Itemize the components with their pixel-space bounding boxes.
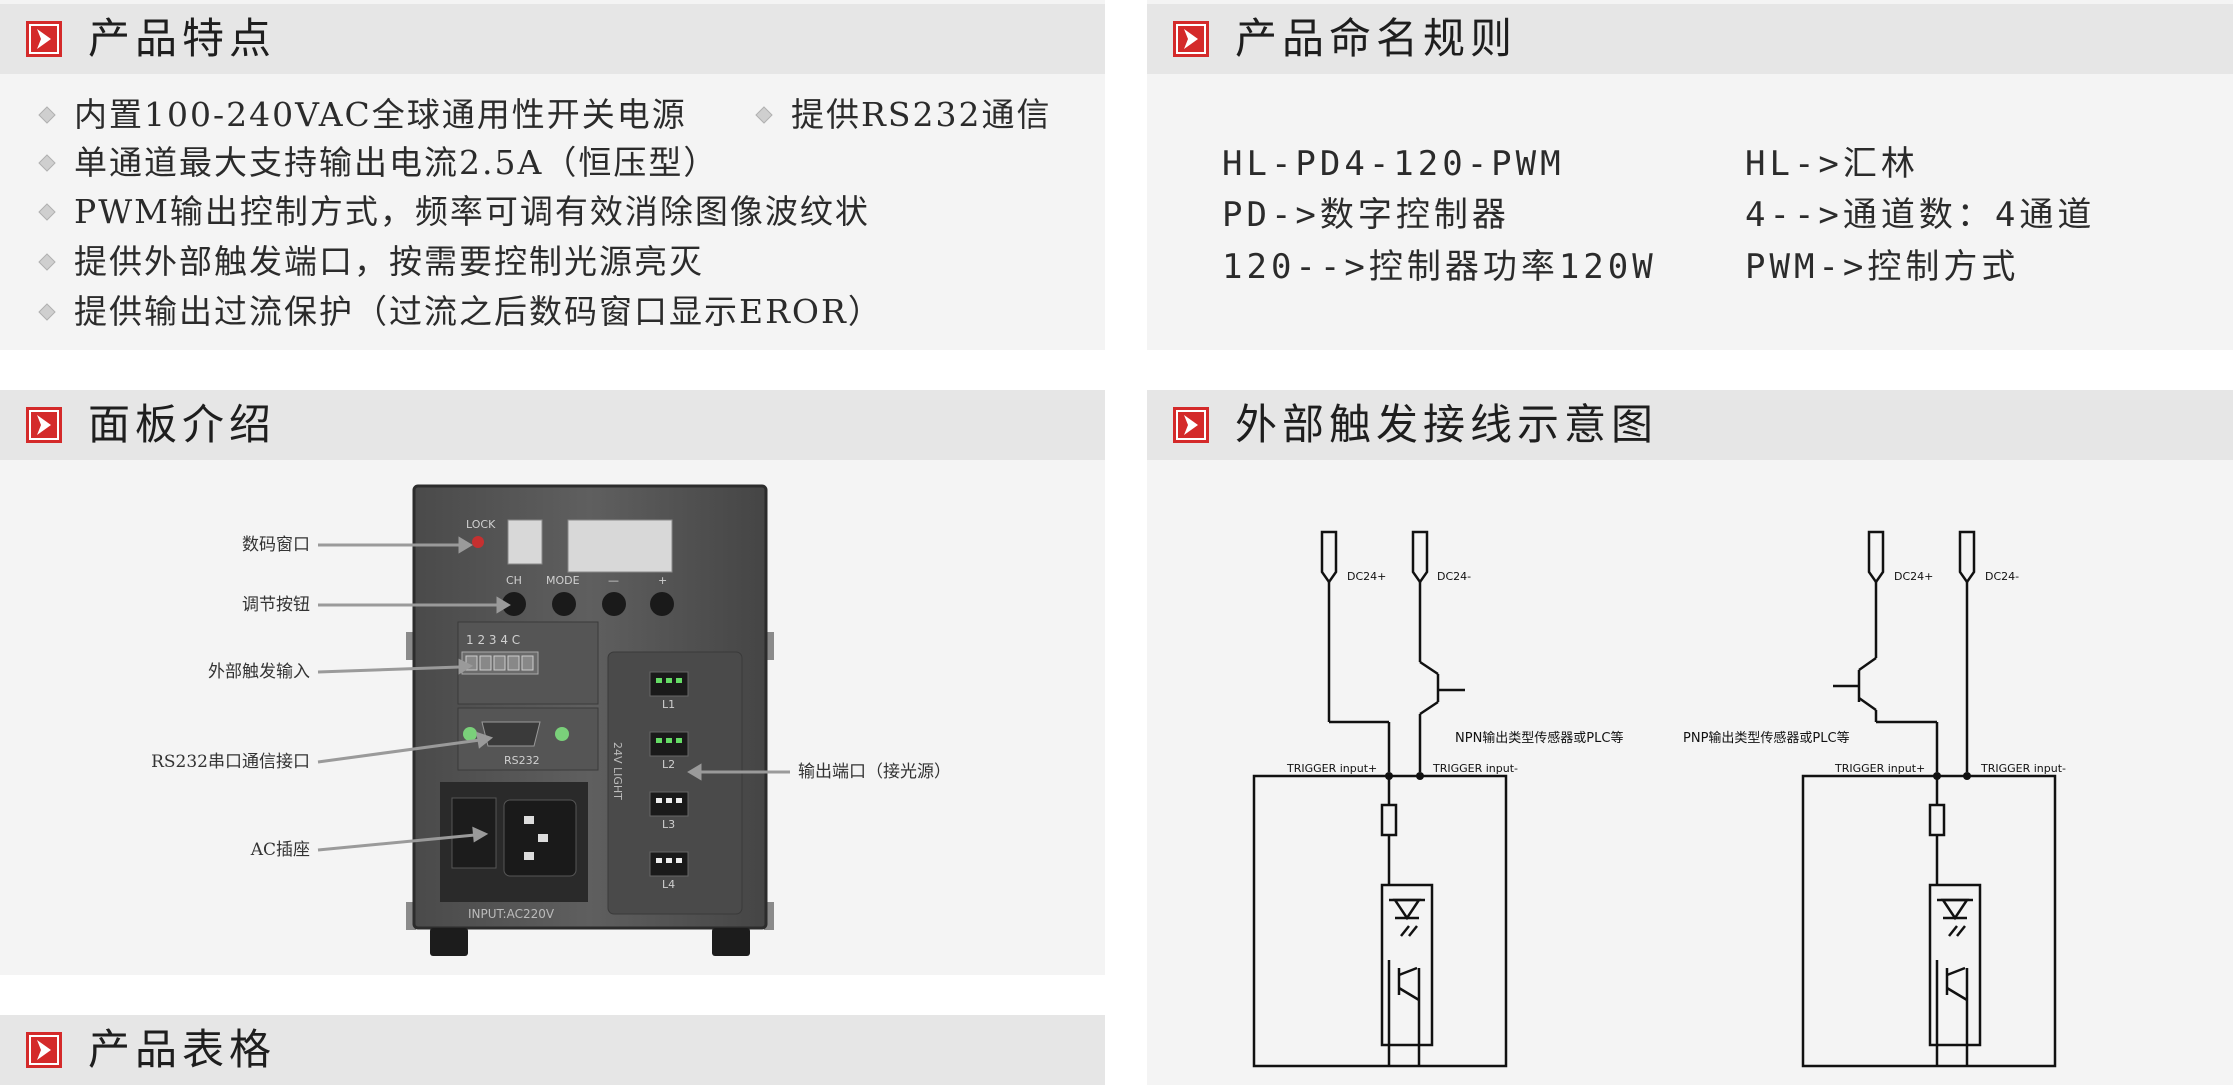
- device-button-label: CH: [506, 574, 522, 587]
- section-arrow-icon: [26, 407, 62, 443]
- npn-dc24p-label: DC24+: [1347, 570, 1386, 583]
- pnp-trigger-minus-label: TRIGGER input-: [1980, 762, 2066, 775]
- naming-right-3: PWM->控制方式: [1745, 247, 2020, 287]
- callout-lines: [317, 536, 790, 852]
- device-input-label: INPUT:AC220V: [468, 907, 555, 921]
- naming-header: 产品命名规则: [1147, 4, 2233, 74]
- device-button-label: —: [608, 574, 619, 587]
- wiring-diagram: DC24+ DC24- TRIGGER input+ TRIGGER input…: [1252, 530, 2066, 1068]
- wiring-panel: [1147, 390, 2233, 1085]
- naming-left-2: PD->数字控制器: [1222, 195, 1510, 235]
- diamond-bullet-icon: [38, 154, 56, 172]
- pnp-trigger-plus-label: TRIGGER input+: [1834, 762, 1925, 775]
- naming-title: 产品命名规则: [1235, 14, 1518, 63]
- diamond-bullet-icon: [38, 253, 56, 271]
- diamond-bullet-icon: [755, 106, 773, 124]
- controller-front-panel-image: LOCK CH MODE — + 1 2 3 4 C RS232 L1 L2 L…: [406, 484, 774, 956]
- features-title: 产品特点: [88, 14, 277, 63]
- wiring-title: 外部触发接线示意图: [1235, 400, 1659, 449]
- naming-left-1: HL-PD4-120-PWM: [1222, 144, 1565, 184]
- wiring-header: 外部触发接线示意图: [1147, 390, 2233, 460]
- features-header: 产品特点: [0, 4, 1105, 74]
- npn-trigger-plus-label: TRIGGER input+: [1286, 762, 1377, 775]
- npn-note: NPN输出类型传感器或PLC等: [1455, 730, 1623, 746]
- panel-intro-header: 面板介绍: [0, 390, 1105, 460]
- device-output-label: L2: [662, 758, 675, 771]
- device-side-label: 24V LIGHT: [611, 742, 624, 800]
- callout-rs232: RS232串口通信接口: [151, 752, 310, 772]
- device-output-label: L3: [662, 818, 675, 831]
- device-rs232-label: RS232: [504, 754, 540, 767]
- npn-trigger-minus-label: TRIGGER input-: [1432, 762, 1518, 775]
- device-button-label: MODE: [546, 574, 580, 587]
- callout-display: 数码窗口: [242, 535, 310, 555]
- section-arrow-icon: [26, 21, 62, 57]
- npn-dc24m-label: DC24-: [1437, 570, 1471, 583]
- callout-buttons: 调节按钮: [242, 595, 310, 615]
- callout-output: 输出端口（接光源）: [798, 762, 951, 782]
- spec-header: 产品表格: [0, 1015, 1105, 1085]
- pnp-note: PNP输出类型传感器或PLC等: [1683, 730, 1850, 746]
- device-output-label: L4: [662, 878, 675, 891]
- section-arrow-icon: [1173, 407, 1209, 443]
- device-button-label: +: [658, 574, 667, 587]
- naming-left-3: 120-->控制器功率120W: [1222, 247, 1657, 287]
- device-lock-label: LOCK: [466, 518, 496, 531]
- section-arrow-icon: [1173, 21, 1209, 57]
- device-output-label: L1: [662, 698, 675, 711]
- pnp-dc24p-label: DC24+: [1894, 570, 1933, 583]
- naming-right-2: 4-->通道数：4通道: [1745, 195, 2096, 235]
- diamond-bullet-icon: [38, 303, 56, 321]
- callout-ac-socket: AC插座: [250, 840, 310, 860]
- callout-trigger-input: 外部触发输入: [208, 662, 310, 682]
- device-channel-label: 1 2 3 4 C: [466, 633, 520, 647]
- section-arrow-icon: [26, 1032, 62, 1068]
- naming-right-1: HL->汇林: [1745, 144, 1919, 184]
- diamond-bullet-icon: [38, 203, 56, 221]
- diamond-bullet-icon: [38, 106, 56, 124]
- panel-intro-title: 面板介绍: [88, 400, 277, 449]
- spec-title: 产品表格: [88, 1025, 277, 1074]
- pnp-dc24m-label: DC24-: [1985, 570, 2019, 583]
